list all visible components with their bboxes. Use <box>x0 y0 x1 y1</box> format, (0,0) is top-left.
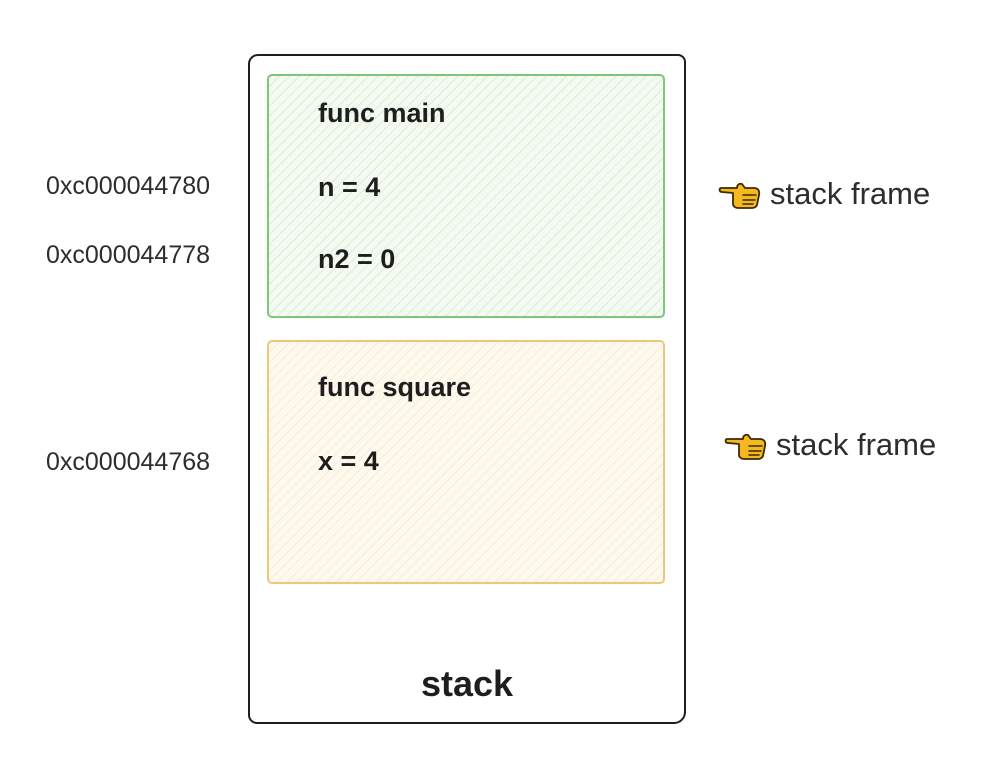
stack-frame-main: func main n = 4 n2 = 0 <box>267 74 665 318</box>
pointing-hand-icon <box>724 433 767 460</box>
frame-title-square: func square <box>318 372 472 402</box>
annotation-text: stack frame <box>776 427 937 462</box>
frame-title-main: func main <box>318 98 446 128</box>
variable-n: n = 4 <box>318 172 381 202</box>
address-n: 0xc000044780 <box>46 172 211 200</box>
address-n2: 0xc000044778 <box>46 241 211 269</box>
pointing-hand-icon <box>718 182 761 209</box>
annotation-square-frame: stack frame <box>724 429 936 460</box>
variable-n2: n2 = 0 <box>318 244 396 274</box>
stack-frame-square: func square x = 4 <box>267 340 665 584</box>
stack-box: func main n = 4 n2 = 0 func square x = 4… <box>248 54 686 724</box>
stack-label: stack <box>420 663 514 704</box>
address-x: 0xc000044768 <box>46 448 211 476</box>
annotation-text: stack frame <box>770 176 931 211</box>
annotation-main-frame: stack frame <box>718 178 930 209</box>
variable-x: x = 4 <box>318 446 379 476</box>
